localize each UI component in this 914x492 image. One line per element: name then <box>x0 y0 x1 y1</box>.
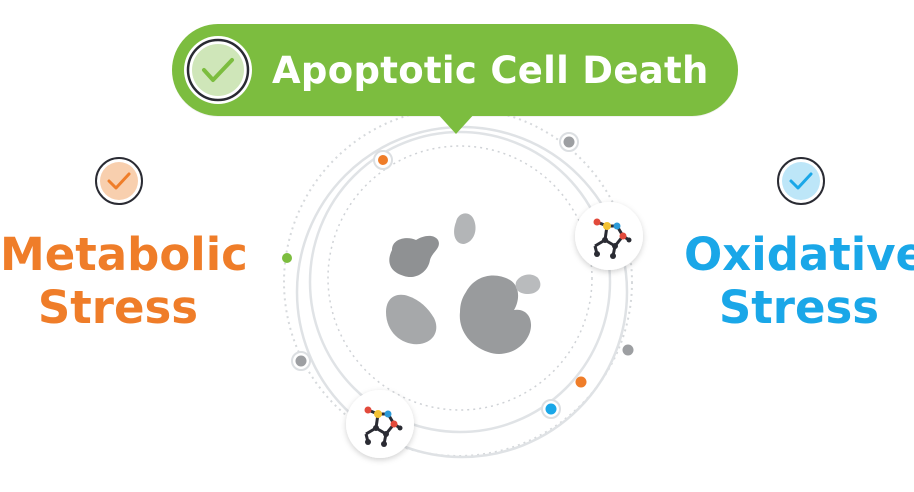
fragment-light-top <box>454 213 476 244</box>
metabolic-line1: Metabolic <box>0 228 248 281</box>
satellite-dot-blue-bottom <box>541 399 561 419</box>
satellite-dot-green-left <box>282 253 292 263</box>
fragment-small-right <box>515 274 541 294</box>
metabolic-stress-label: Metabolic Stress <box>0 228 248 334</box>
banner-check-icon <box>182 34 254 106</box>
molecule-icon-right <box>575 202 643 270</box>
fragment-light-left <box>386 294 437 345</box>
satellite-dot-gray-right <box>622 344 634 356</box>
satellite-dot-orange-top <box>373 150 393 170</box>
inner-dotted-ring <box>327 145 593 411</box>
satellite-dot-gray-left <box>291 351 311 371</box>
banner-pointer <box>436 112 476 134</box>
oxidative-check-icon <box>776 156 826 206</box>
fragment-dark-top-left <box>389 235 439 278</box>
metabolic-line2: Stress <box>37 281 199 334</box>
outer-dotted-ring <box>283 107 633 457</box>
fragment-large-center <box>459 275 532 354</box>
molecule-icon-bottom <box>346 390 414 458</box>
banner-title: Apoptotic Cell Death <box>272 49 709 92</box>
oxidative-line2: Stress <box>718 281 880 334</box>
satellite-dot-orange-bottom <box>575 376 587 388</box>
oxidative-stress-label: Oxidative Stress <box>684 228 914 334</box>
result-banner <box>172 24 738 116</box>
oxidative-line1: Oxidative <box>684 228 914 281</box>
satellite-dot-gray-top-right <box>559 132 579 152</box>
metabolic-check-icon <box>94 156 144 206</box>
